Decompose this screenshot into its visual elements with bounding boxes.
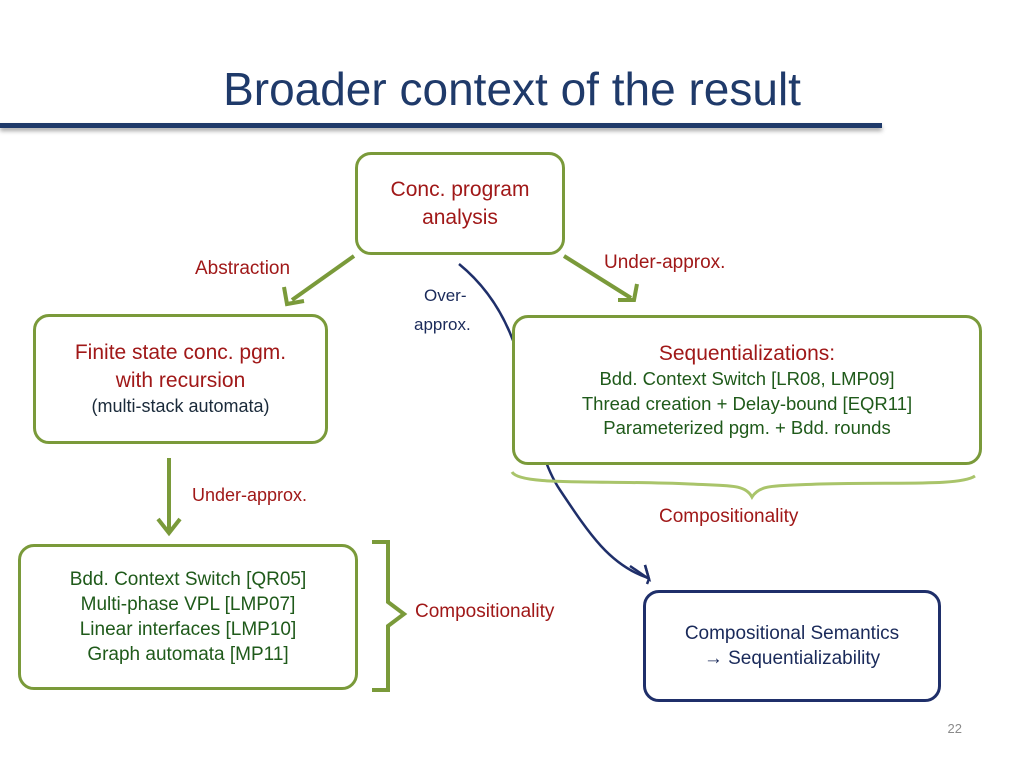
under-approx-left-label: Under-approx. xyxy=(192,485,308,505)
slide-title: Broader context of the result xyxy=(223,63,801,115)
finite-state-box: Finite state conc. pgm. with recursion (… xyxy=(33,314,328,444)
seq-item: Parameterized pgm. + Bdd. rounds xyxy=(603,417,891,439)
bdd-item: Bdd. Context Switch [QR05] xyxy=(69,568,307,590)
seq-heading: Sequentializations: xyxy=(658,341,836,365)
conc-program-line1: Conc. program xyxy=(390,177,530,201)
conc-program-line2: analysis xyxy=(422,205,498,229)
compositionality-right-label: Compositionality xyxy=(659,506,799,527)
abstraction-arrow xyxy=(282,254,356,307)
sequentializations-box: Sequentializations: Bdd. Context Switch … xyxy=(512,315,982,465)
compositional-semantics-box: Compositional Semantics → Sequentializab… xyxy=(643,590,941,702)
compositionality-left-label: Compositionality xyxy=(415,601,555,622)
bdd-context-switch-box: Bdd. Context Switch [QR05] Multi-phase V… xyxy=(18,544,358,690)
seq-item: Thread creation + Delay-bound [EQR11] xyxy=(581,392,913,414)
horizontal-brace xyxy=(510,470,976,500)
vertical-brace xyxy=(372,540,408,692)
finite-line2: with recursion xyxy=(115,369,246,393)
over-approx-label-2: approx. xyxy=(414,315,471,334)
bdd-item: Multi-phase VPL [LMP07] xyxy=(80,593,296,615)
under-approx-down-arrow xyxy=(156,458,182,537)
page-number: 22 xyxy=(947,721,962,736)
comp-line2: → Sequentializability xyxy=(703,648,881,669)
bdd-item: Linear interfaces [LMP10] xyxy=(79,619,297,640)
over-approx-arrow xyxy=(458,263,652,585)
finite-line3: (multi-stack automata) xyxy=(91,395,270,416)
under-approx-right-arrow xyxy=(562,254,639,302)
comp-line1: Compositional Semantics xyxy=(684,622,900,644)
bdd-item: Graph automata [MP11] xyxy=(87,644,289,666)
title-underline xyxy=(0,123,882,128)
finite-line1: Finite state conc. pgm. xyxy=(74,341,287,365)
under-approx-right-label: Under-approx. xyxy=(604,252,726,273)
conc-program-analysis-box: Conc. program analysis xyxy=(355,152,565,255)
seq-item: Bdd. Context Switch [LR08, LMP09] xyxy=(599,368,895,390)
abstraction-label: Abstraction xyxy=(195,258,291,279)
over-approx-label-1: Over- xyxy=(424,286,467,305)
